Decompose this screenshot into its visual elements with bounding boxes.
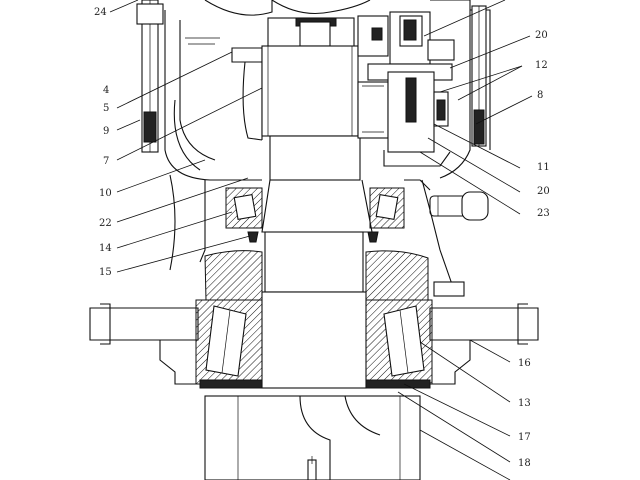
label-24: 24: [94, 7, 107, 18]
label-11: 11: [537, 162, 550, 173]
label-23: 23: [537, 208, 550, 219]
label-5: 5: [103, 103, 109, 114]
label-13: 13: [518, 398, 531, 409]
label-4: 4: [103, 85, 109, 96]
right-motor-assembly: [357, 0, 491, 191]
label-18: 18: [518, 458, 531, 469]
label-14: 14: [99, 243, 112, 254]
label-12: 12: [535, 60, 548, 71]
large-tapered-bearing-left: [195, 299, 263, 385]
label-7: 7: [103, 156, 109, 167]
label-8: 8: [537, 90, 543, 101]
label-22: 22: [99, 218, 112, 229]
shaft-lower: [199, 291, 431, 389]
bottom-block: [204, 395, 421, 480]
large-seal-hatched: [204, 250, 465, 301]
label-20-top: 20: [535, 30, 548, 41]
part-labels: 24 4 5 9 7 10 22 14 15 20 12 8 11 20 23 …: [94, 7, 550, 469]
label-10: 10: [99, 188, 112, 199]
shaft-middle: [264, 231, 364, 293]
label-9: 9: [103, 126, 109, 137]
central-gear-shaft: [261, 17, 361, 181]
large-tapered-bearing-right: [365, 299, 433, 385]
leader-lines: [109, 0, 533, 480]
label-20: 20: [537, 186, 550, 197]
label-15: 15: [99, 267, 112, 278]
upper-bearing-section: [169, 174, 489, 291]
label-16: 16: [518, 358, 531, 369]
label-17: 17: [518, 432, 531, 443]
